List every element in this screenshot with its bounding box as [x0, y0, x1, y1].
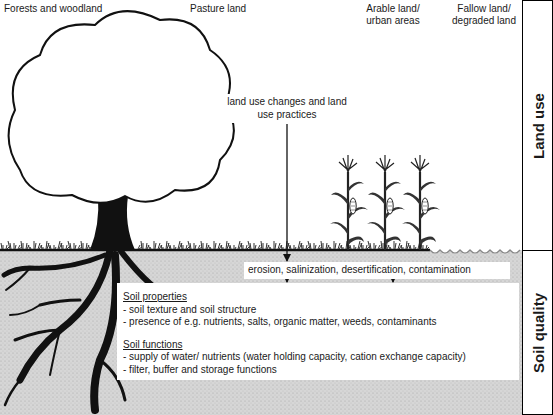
land-use-label: Fallow land/ degraded land — [447, 3, 521, 27]
node-text: - filter, buffer and storage functions — [123, 364, 513, 377]
land-use-label: Pasture land — [190, 3, 246, 15]
process-note: land use changes and land use practices — [222, 94, 352, 123]
section-heading: Soil properties — [123, 291, 513, 304]
node-text: - presence of e.g. nutrients, salts, org… — [123, 316, 513, 329]
band-title: Soil quality — [529, 292, 546, 372]
node-text: - supply of water/ nutrients (water hold… — [123, 351, 513, 364]
section-heading: Soil functions — [123, 339, 513, 352]
side-band: Soil quality — [522, 250, 553, 415]
node-text: - soil texture and soil structure — [123, 304, 513, 317]
side-band: Land use — [522, 0, 553, 251]
degradation-box: erosion, salinization, desertification, … — [244, 262, 510, 279]
node-text: land use changes and land use practices — [226, 96, 348, 121]
soil-box: Soil properties- soil texture and soil s… — [117, 283, 519, 380]
band-title: Land use — [529, 93, 546, 159]
node-text: erosion, salinization, desertification, … — [248, 264, 506, 277]
impact-arrow — [286, 280, 287, 283]
impact-arrow — [286, 124, 287, 261]
land-use-label: Forests and woodland — [4, 3, 102, 15]
land-use-label: Arable land/ urban areas — [358, 3, 428, 27]
impact-arrow — [392, 280, 393, 283]
